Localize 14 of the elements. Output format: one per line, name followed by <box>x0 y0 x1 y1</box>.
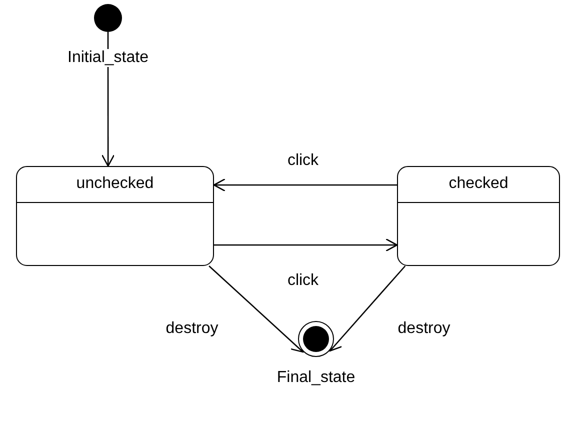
state-label: Final_state <box>276 369 356 387</box>
state-box <box>16 166 214 266</box>
initial-state-dot <box>94 4 122 32</box>
transition-arrow <box>329 266 406 352</box>
transition-arrow <box>213 178 397 192</box>
final-state-symbol <box>298 321 334 357</box>
state-box <box>397 166 560 266</box>
transition-arrow <box>214 238 398 252</box>
state-name: unchecked <box>17 167 213 203</box>
edge-label: destroy <box>396 320 452 338</box>
state-label: Initial_state <box>68 49 148 67</box>
state-name: checked <box>398 167 559 203</box>
edge-label: destroy <box>164 320 220 338</box>
transition-arrow <box>208 266 304 353</box>
